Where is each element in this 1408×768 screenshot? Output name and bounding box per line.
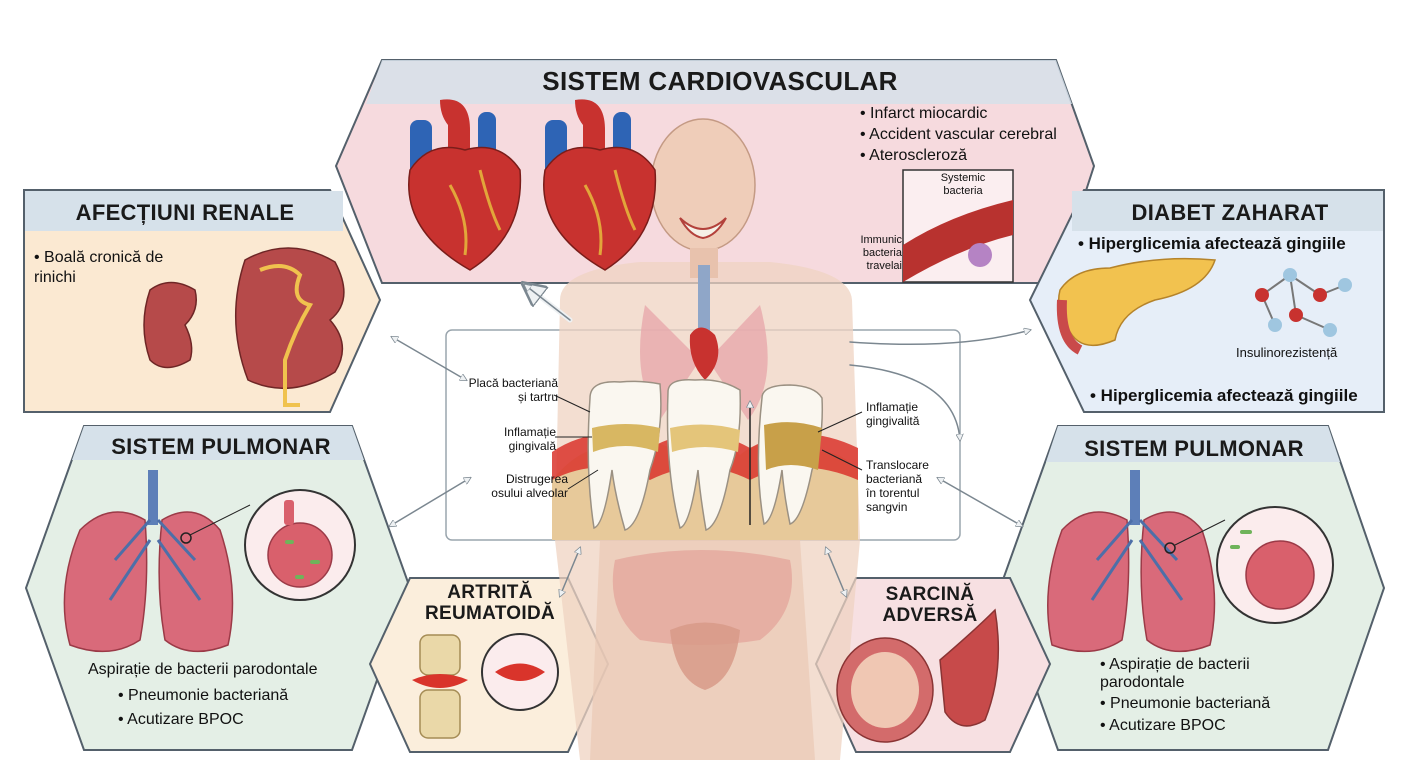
blood-vessel-inset	[902, 169, 1014, 283]
pulm-right-title: SISTEM PULMONAR	[1084, 436, 1304, 461]
pulm-left-title: SISTEM PULMONAR	[111, 434, 331, 459]
placa-label: Placă bacteriană și tartru	[468, 376, 558, 404]
vessel-top-label: Systemic bacteria	[940, 172, 986, 197]
cardio-bullet-2: • Accident vascular cerebral	[860, 126, 1057, 143]
molecule-illustration	[1255, 268, 1352, 337]
lungs-illustration-left	[63, 470, 356, 653]
joint-illustration	[412, 633, 559, 739]
insulin-label: Insulinorezistență	[1236, 345, 1338, 360]
artrita-title: ARTRITĂ REUMATOIDĂ	[424, 582, 556, 624]
kidney-illustration	[143, 247, 345, 407]
renal-bullet: • Boală cronică de rinichi	[34, 249, 164, 286]
inflamatie-right-label: Inflamație gingivalită	[866, 400, 920, 428]
cardio-bullet-3: • Ateroscleroză	[860, 147, 967, 164]
cardio-title: SISTEM CARDIOVASCULAR	[542, 66, 898, 96]
inflamatie-left-label: Inflamație gingivală	[503, 425, 556, 453]
teeth-leader-lines	[553, 394, 863, 490]
diabet-bullet-top: • Hiperglicemia afectează gingiile	[1078, 234, 1346, 253]
translocare-label: Translocare bacteriană în torentul sangv…	[866, 458, 929, 514]
diabet-panel	[1028, 189, 1385, 413]
heart-illustration-right	[543, 99, 657, 271]
pulm-left-bullet-1: Aspirație de bacterii parodontale	[88, 661, 318, 678]
distrugere-label: Distrugerea osului alveolar	[491, 472, 568, 500]
pulm-right-bullet-2: • Pneumonie bacteriană	[1100, 695, 1271, 712]
vessel-side-label: Immunic bacteria travelai	[860, 234, 902, 272]
renal-title: AFECȚIUNI RENALE	[75, 200, 295, 225]
sarcina-title: SARCINĂ ADVERSĂ	[882, 584, 978, 626]
pulm-left-bullet-3: • Acutizare BPOC	[118, 711, 244, 728]
teeth-cross-section	[552, 378, 858, 540]
lungs-illustration-right	[1047, 470, 1334, 653]
diabet-bullet-bottom: • Hiperglicemia afectează gingiile	[1090, 386, 1358, 405]
pulm-right-bullet-1: • Aspirație de bacterii parodontale	[1100, 656, 1250, 691]
diabet-title: DIABET ZAHARAT	[1131, 200, 1329, 225]
pulm-right-bullet-3: • Acutizare BPOC	[1100, 717, 1226, 734]
cardio-bullet-1: • Infarct miocardic	[860, 105, 988, 122]
fetus-illustration	[836, 608, 1000, 743]
pulm-left-bullet-2: • Pneumonie bacteriană	[118, 687, 289, 704]
pancreas-illustration	[1056, 257, 1217, 355]
heart-illustration-left	[408, 99, 522, 271]
connector-arrows	[390, 285, 1030, 596]
